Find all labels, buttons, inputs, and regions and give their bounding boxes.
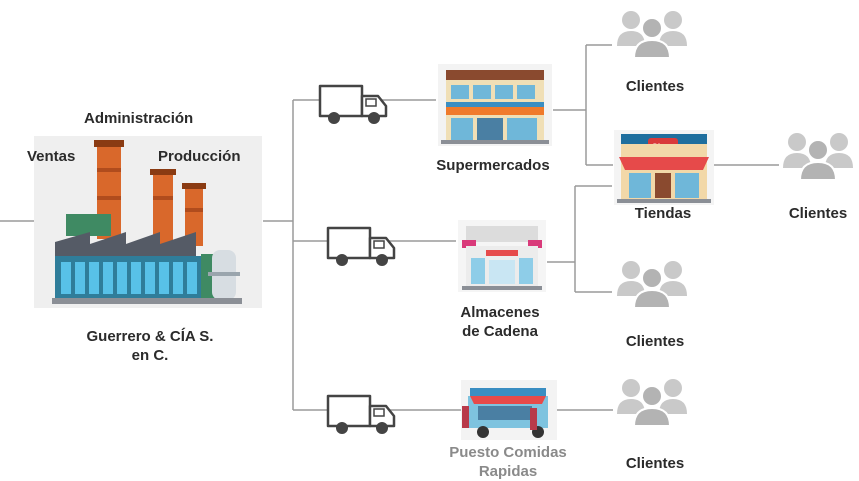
supermercados-label: Supermercados [436,157,550,174]
delivery-truck-icon [326,226,396,268]
company-name-line1: Guerrero & CÍA S. [86,328,214,345]
company-name-line2: en C. [131,347,169,364]
clientes-label: Clientes [788,205,848,222]
delivery-truck-icon [318,84,388,126]
ventas-label: Ventas [27,148,76,165]
supermarket-building-icon [438,64,552,146]
clientes-label: Clientes [625,333,685,350]
delivery-truck-icon [326,394,396,436]
factory-icon [34,136,262,308]
puesto-comidas-label-line2: Rapidas [478,463,538,480]
clientes-label: Clientes [625,455,685,472]
tiendas-label: Tiendas [634,205,692,222]
clientes-label: Clientes [625,78,685,95]
almacenes-label-line2: de Cadena [462,323,538,340]
chain-store-icon [458,220,546,292]
administracion-label: Administración [84,110,194,127]
customer-group-icon [616,260,688,309]
customer-group-icon [616,378,688,427]
customer-group-icon [782,132,854,181]
food-truck-icon [461,380,557,440]
puesto-comidas-label-line1: Puesto Comidas [449,444,567,461]
produccion-label: Producción [158,148,241,165]
shop-storefront-icon: Shop [614,130,714,205]
almacenes-label-line1: Almacenes [460,304,540,321]
customer-group-icon [616,10,688,59]
